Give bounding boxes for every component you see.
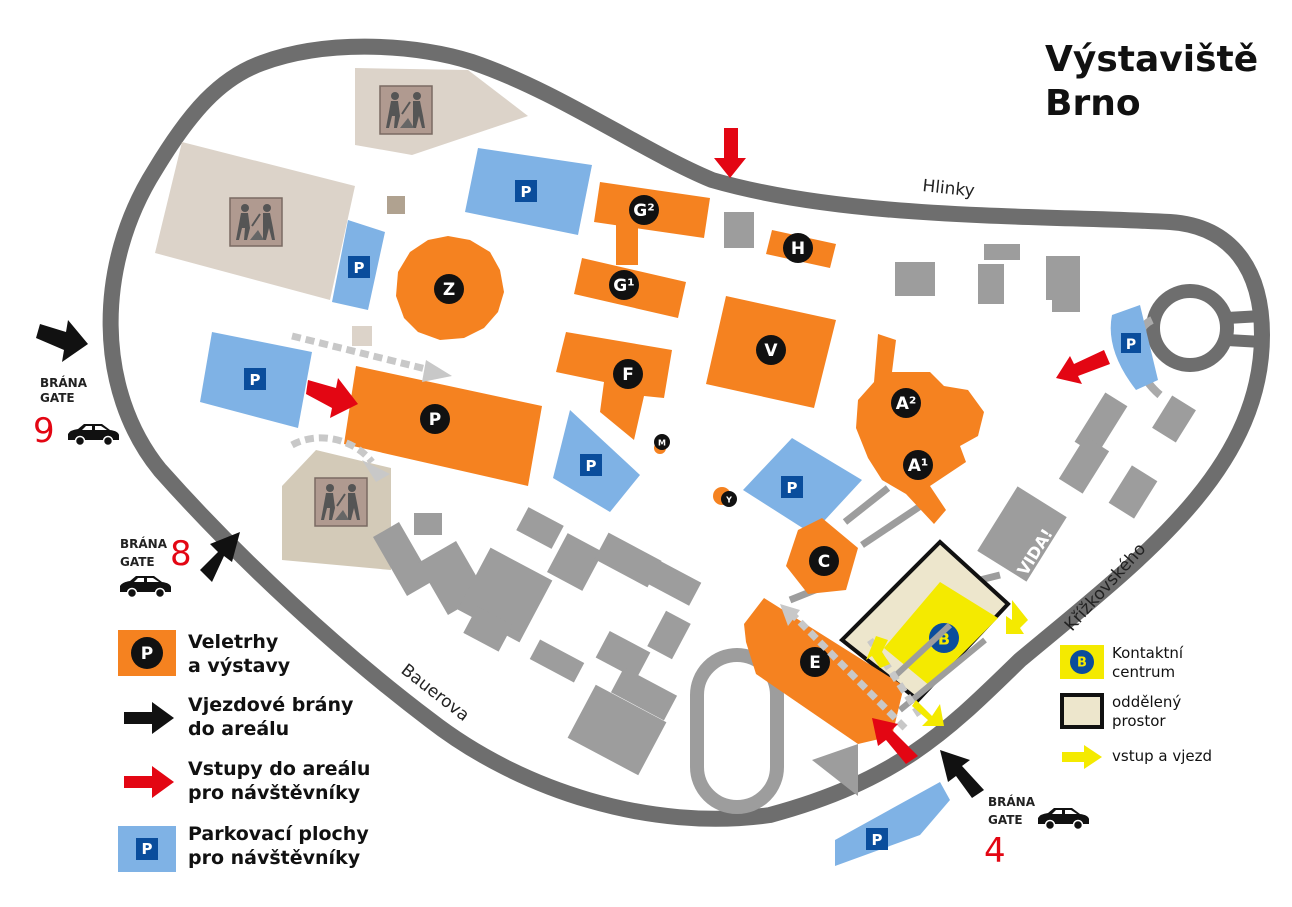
legend-parking-line-2: pro návštěvníky [188,847,361,869]
legend-halls-line-1: Veletrhy [188,631,279,653]
arrow-icon [714,128,746,178]
parking-label: P [1126,337,1136,353]
legend-parking-text: Parkovací plochy pro návštěvníky [188,822,369,870]
construction-areas [155,68,528,570]
gate-label: BRÁNA [120,536,168,551]
parking-label: P [521,183,532,201]
title-line-1: Výstaviště [1045,39,1259,80]
legend-contact-text: Kontaktní centrum [1112,644,1183,682]
legend-entries-text: Vstupy do areálu pro návštěvníky [188,757,370,805]
gate-arrow-icons [36,320,984,798]
construction-icon [229,197,283,247]
legend-contact-line-2: centrum [1112,663,1176,681]
arrow-icon [1062,745,1102,769]
legend-parking-marker: P [142,840,153,858]
road-label-krizkovskeho: Křížkovského [1061,539,1150,635]
construction-icon [379,85,433,135]
gate-label: GATE [988,813,1023,827]
gate-label: GATE [40,391,75,405]
hall-label-a1: A¹ [908,456,929,476]
parking-label: P [354,259,365,277]
hall-label-v: V [764,341,778,361]
gate-number: 4 [984,831,1006,871]
legend-entries-line-1: Vstupy do areálu [188,758,371,780]
arrow-icon [200,532,240,582]
car-icon [67,423,120,447]
hall-label-f: F [622,365,634,385]
parking-markers: P P P P P P P [244,180,1141,850]
gate-number: 8 [170,534,192,574]
roundabout [1146,284,1234,372]
entry-arrow-icons [306,128,1110,764]
gate-label: BRÁNA [40,375,88,390]
arrow-icon [940,750,984,798]
legend-contact-marker: B [1077,656,1087,671]
hall-f [556,332,672,440]
arrow-icon [36,320,88,362]
road-label-hlinky: Hlinky [921,176,975,201]
legend-entry-text: vstup a vjezd [1112,747,1212,766]
arrow-icon [1056,350,1110,384]
legend-halls-text: Veletrhy a výstavy [188,630,290,678]
hall-label-h: H [791,239,805,259]
parking-label: P [787,479,798,497]
arrow-icon [872,718,918,764]
hall-label-m: M [658,439,666,448]
legend-halls-line-2: a výstavy [188,655,291,677]
gate-4: BRÁNA GATE 4 [984,794,1090,871]
car-icon [1037,807,1090,831]
hall-label-c: C [818,552,830,572]
arrow-icon [124,766,174,798]
gate-8: BRÁNA GATE 8 [119,534,192,599]
legend-gates-line-1: Vjezdové brány [188,694,354,716]
hall-markers [420,195,933,677]
gate-label: GATE [120,555,155,569]
construction-icon [314,477,368,527]
parking-label: P [250,371,261,389]
gate-number: 9 [33,411,55,451]
legend-entries-line-2: pro návštěvníky [188,782,361,804]
hall-label-p: P [429,410,441,430]
legend-gates-line-2: do areálu [188,718,290,740]
gate-label: BRÁNA [988,794,1036,809]
legend-separate-line-2: prostor [1112,712,1166,730]
legend-entry-label: vstup a vjezd [1112,747,1212,765]
hall-label-y: Y [725,496,732,505]
hall-a [856,334,984,524]
map-title: Výstaviště Brno [1045,38,1258,126]
hall-label-a2: A² [896,394,917,414]
legend-contact-line-1: Kontaktní [1112,644,1184,662]
legend-separate-text: oddělený prostor [1112,693,1181,731]
car-icon [119,575,172,599]
arrow-icon [306,378,358,418]
legend2-markers: B [1060,645,1104,769]
hall-label-z: Z [443,280,455,300]
hall-label-g1: G¹ [613,276,634,296]
legend-halls-marker: P [141,644,153,664]
legend-markers: P P [118,630,176,872]
legend-gates-text: Vjezdové brány do areálu [188,693,353,741]
oval-track [690,648,784,814]
legend-parking-line-1: Parkovací plochy [188,823,369,845]
gate-9: BRÁNA GATE 9 [33,375,120,451]
hall-label-g2: G² [633,201,654,221]
parking-label: P [586,457,597,475]
parking-label: P [872,831,883,849]
legend-separate-line-1: oddělený [1112,693,1182,711]
arrow-icon [124,702,174,734]
hall-label-e: E [809,653,821,673]
ring-road [102,38,1270,827]
title-line-2: Brno [1045,83,1141,124]
buildings [352,196,1196,796]
yellow-entry-arrows [866,600,1028,726]
